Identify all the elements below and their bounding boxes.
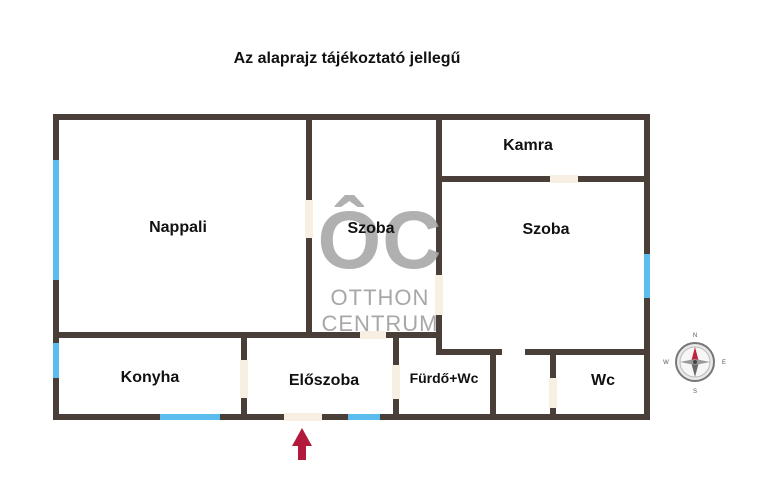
entrance-door bbox=[284, 413, 322, 421]
room-label-szoba-1: Szoba bbox=[347, 220, 394, 237]
room-labels: Nappali Szoba Kamra Szoba Konyha Előszob… bbox=[121, 137, 615, 389]
door-szoba-szoba bbox=[435, 275, 443, 315]
compass-north: N bbox=[693, 333, 697, 339]
watermark-logo: ÔC bbox=[318, 195, 443, 286]
door-nappali-szoba bbox=[305, 200, 313, 238]
compass-west: W bbox=[663, 360, 669, 366]
room-label-konyha: Konyha bbox=[121, 369, 180, 386]
door-furdo bbox=[392, 365, 400, 399]
door-kamra bbox=[550, 175, 578, 183]
room-label-furdo: Fürdő+Wc bbox=[410, 370, 479, 386]
window-konyha bbox=[53, 343, 59, 378]
door-konyha-eloszoba bbox=[240, 360, 248, 398]
room-label-wc: Wc bbox=[591, 372, 615, 389]
door-openings bbox=[240, 175, 578, 421]
room-label-kamra: Kamra bbox=[503, 137, 553, 154]
door-szoba-eloszoba bbox=[360, 331, 386, 339]
plan-disclaimer-title: Az alaprajz tájékoztató jellegű bbox=[233, 50, 461, 67]
windows bbox=[53, 160, 650, 420]
compass-south: S bbox=[693, 389, 697, 395]
window-konyha-bottom bbox=[160, 414, 220, 420]
window-nappali bbox=[53, 160, 59, 280]
window-szoba bbox=[644, 254, 650, 298]
otthon-centrum-watermark: ÔC OTTHON CENTRUM bbox=[318, 195, 443, 336]
room-label-nappali: Nappali bbox=[149, 219, 207, 236]
door-wc bbox=[549, 378, 557, 408]
room-label-szoba-2: Szoba bbox=[522, 221, 569, 238]
watermark-line1: OTTHON bbox=[331, 285, 430, 310]
compass-east: E bbox=[722, 360, 726, 366]
watermark-line2: CENTRUM bbox=[322, 311, 439, 336]
room-label-eloszoba: Előszoba bbox=[289, 372, 359, 389]
entrance-arrow-icon bbox=[292, 428, 312, 460]
window-eloszoba bbox=[348, 414, 380, 420]
compass-icon: N S E W bbox=[663, 333, 726, 395]
